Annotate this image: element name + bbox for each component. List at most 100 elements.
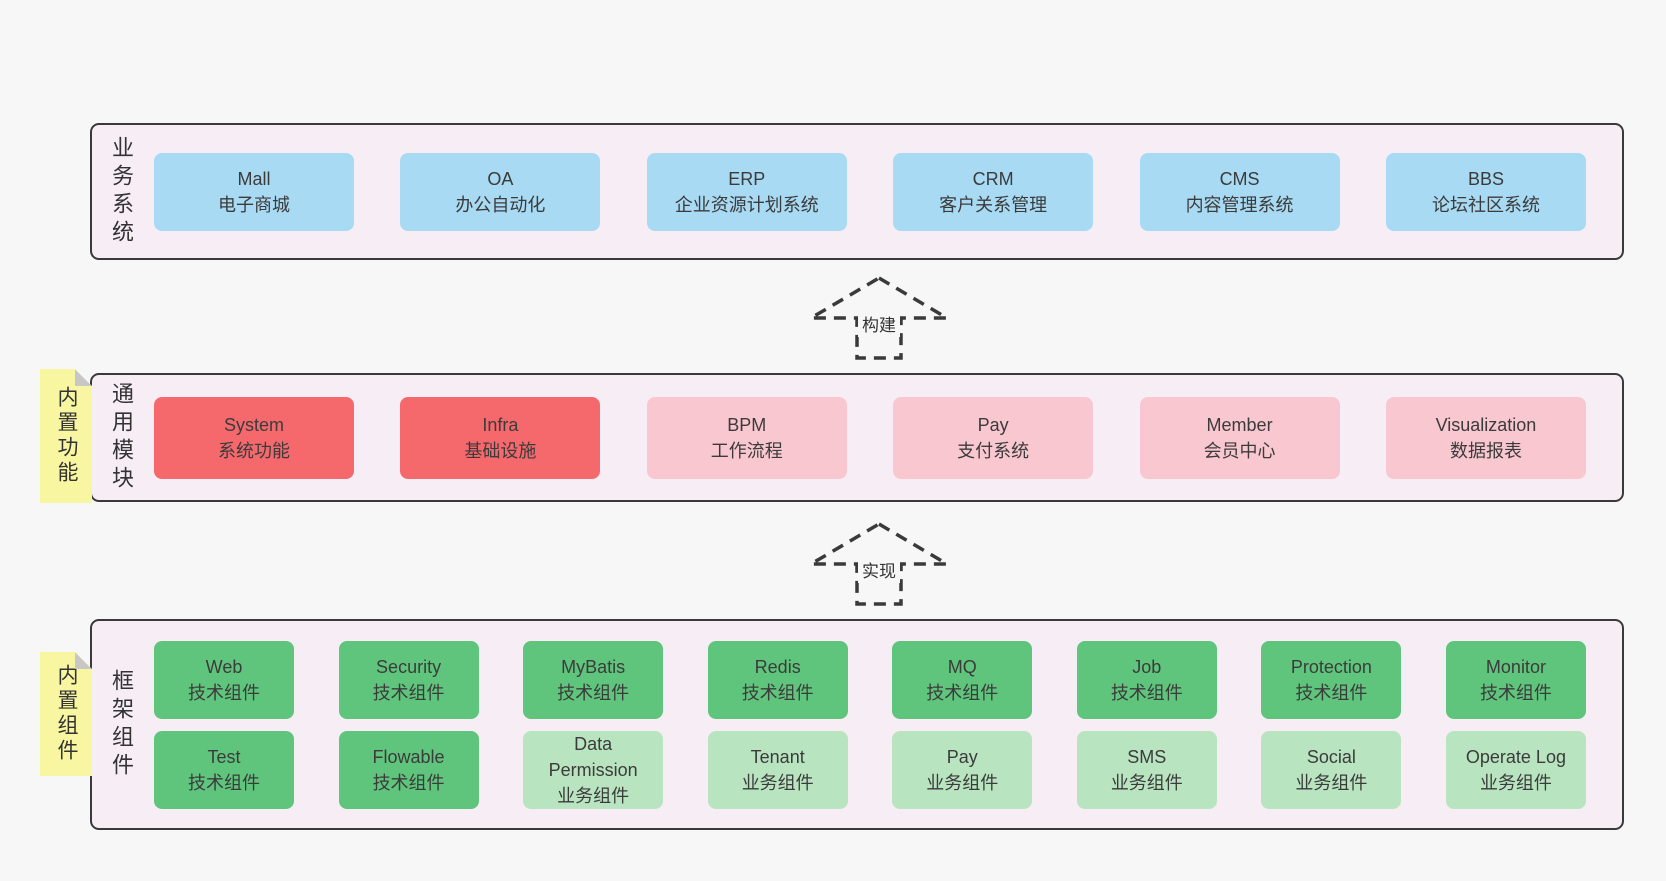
box-name: OA: [487, 168, 514, 189]
box-name: Protection: [1290, 656, 1372, 677]
implement-arrow-label: 实现: [858, 556, 900, 583]
box-desc: 办公自动化: [455, 194, 546, 215]
box-name: CRM: [972, 168, 1014, 189]
box-pay-component: Pay 业务组件: [892, 730, 1033, 809]
box-desc: 工作流程: [710, 440, 783, 461]
box-test: Test 技术组件: [154, 730, 294, 809]
box-erp: ERP 企业资源计划系统: [646, 152, 847, 231]
box-desc: 技术组件: [372, 682, 445, 703]
box-desc: 业务组件: [1295, 772, 1368, 793]
box-name: ERP: [728, 168, 766, 189]
box-job: Job 技术组件: [1076, 640, 1217, 719]
box-name: MyBatis: [561, 656, 626, 677]
module-boxes: System 系统功能 Infra 基础设施 BPM 工作流程 Pay 支付系统…: [150, 375, 1622, 500]
box-name: Mall: [237, 168, 271, 189]
box-name: Flowable: [372, 746, 445, 767]
box-redis: Redis 技术组件: [707, 640, 848, 719]
builtin-functions-tag: 内置功能: [40, 369, 92, 503]
box-flowable: Flowable 技术组件: [338, 730, 479, 809]
box-name: CMS: [1219, 168, 1260, 189]
box-name: Member: [1206, 414, 1273, 435]
box-desc: 技术组件: [1295, 682, 1368, 703]
box-infra: Infra 基础设施: [400, 396, 601, 479]
box-bbs: BBS 论坛社区系统: [1385, 152, 1586, 231]
box-desc: 技术组件: [926, 682, 999, 703]
box-desc: 会员中心: [1203, 440, 1276, 461]
box-member: Member 会员中心: [1139, 396, 1340, 479]
box-name: Pay: [946, 746, 978, 767]
box-name: Web: [205, 656, 243, 677]
box-desc: 业务组件: [557, 785, 630, 806]
box-name: Security: [376, 656, 442, 677]
box-desc: 技术组件: [372, 772, 445, 793]
framework-rows: Web 技术组件 Security 技术组件 MyBatis 技术组件 Redi…: [150, 621, 1622, 828]
box-pay-module: Pay 支付系统: [893, 396, 1094, 479]
layer-common-modules: 通用模块 System 系统功能 Infra 基础设施 BPM 工作流程 Pay…: [90, 373, 1624, 502]
business-boxes: Mall 电子商城 OA 办公自动化 ERP 企业资源计划系统 CRM 客户关系…: [150, 125, 1622, 258]
layer-framework-title: 框架组件: [109, 668, 134, 781]
box-protection: Protection 技术组件: [1261, 640, 1402, 719]
box-desc: 技术组件: [557, 682, 630, 703]
box-crm: CRM 客户关系管理: [893, 152, 1094, 231]
build-arrow-icon: 构建: [805, 274, 953, 362]
box-data-permission: Data Permission 业务组件: [523, 730, 664, 809]
box-desc: 技术组件: [188, 772, 260, 793]
box-desc: 系统功能: [218, 440, 290, 461]
box-name: Redis: [754, 656, 801, 677]
box-desc: 业务组件: [741, 772, 814, 793]
box-desc: 技术组件: [188, 682, 260, 703]
box-name: Pay: [977, 414, 1009, 435]
box-mall: Mall 电子商城: [154, 152, 354, 231]
box-name: MQ: [947, 656, 977, 677]
box-desc: 企业资源计划系统: [674, 194, 819, 215]
box-desc: 业务组件: [926, 772, 999, 793]
box-desc: 电子商城: [218, 194, 290, 215]
box-visualization: Visualization 数据报表: [1385, 396, 1586, 479]
implement-arrow-label-wrap: 实现: [805, 556, 953, 583]
box-desc: 业务组件: [1110, 772, 1183, 793]
layer-modules-title: 通用模块: [109, 381, 134, 494]
box-operate-log: Operate Log 业务组件: [1445, 730, 1586, 809]
box-bpm: BPM 工作流程: [646, 396, 847, 479]
build-arrow-label-wrap: 构建: [805, 310, 953, 337]
box-name: Data Permission: [548, 733, 638, 780]
box-web: Web 技术组件: [154, 640, 294, 719]
box-name: Test: [207, 746, 241, 767]
box-name: Operate Log: [1465, 746, 1566, 767]
box-system: System 系统功能: [154, 396, 354, 479]
box-desc: 客户关系管理: [939, 194, 1048, 215]
box-name: Social: [1306, 746, 1356, 767]
box-mq: MQ 技术组件: [892, 640, 1033, 719]
box-desc: 基础设施: [464, 440, 537, 461]
layer-framework-components: 框架组件 Web 技术组件 Security 技术组件 MyBatis 技术组件…: [90, 619, 1624, 830]
box-desc: 支付系统: [957, 440, 1030, 461]
build-arrow-label: 构建: [858, 310, 900, 337]
box-name: Visualization: [1435, 414, 1537, 435]
box-desc: 技术组件: [741, 682, 814, 703]
framework-row-1: Web 技术组件 Security 技术组件 MyBatis 技术组件 Redi…: [154, 640, 1586, 719]
implement-arrow-icon: 实现: [805, 520, 953, 608]
box-mybatis: MyBatis 技术组件: [523, 640, 664, 719]
box-name: Infra: [482, 414, 519, 435]
builtin-components-tag: 内置组件: [40, 652, 92, 776]
box-security: Security 技术组件: [338, 640, 479, 719]
box-name: System: [223, 414, 284, 435]
box-name: Tenant: [750, 746, 805, 767]
box-desc: 技术组件: [1110, 682, 1183, 703]
box-name: BPM: [727, 414, 767, 435]
layer-business-systems: 业务系统 Mall 电子商城 OA 办公自动化 ERP 企业资源计划系统 CRM…: [90, 123, 1624, 260]
box-desc: 数据报表: [1449, 440, 1522, 461]
box-oa: OA 办公自动化: [400, 152, 601, 231]
box-desc: 论坛社区系统: [1431, 194, 1540, 215]
box-cms: CMS 内容管理系统: [1139, 152, 1340, 231]
box-desc: 业务组件: [1479, 772, 1552, 793]
box-desc: 内容管理系统: [1185, 194, 1294, 215]
box-sms: SMS 业务组件: [1076, 730, 1217, 809]
box-name: Monitor: [1485, 656, 1546, 677]
layer-business-title: 业务系统: [109, 135, 134, 248]
box-monitor: Monitor 技术组件: [1445, 640, 1586, 719]
box-name: SMS: [1127, 746, 1167, 767]
box-tenant: Tenant 业务组件: [707, 730, 848, 809]
box-desc: 技术组件: [1479, 682, 1552, 703]
box-social: Social 业务组件: [1261, 730, 1402, 809]
